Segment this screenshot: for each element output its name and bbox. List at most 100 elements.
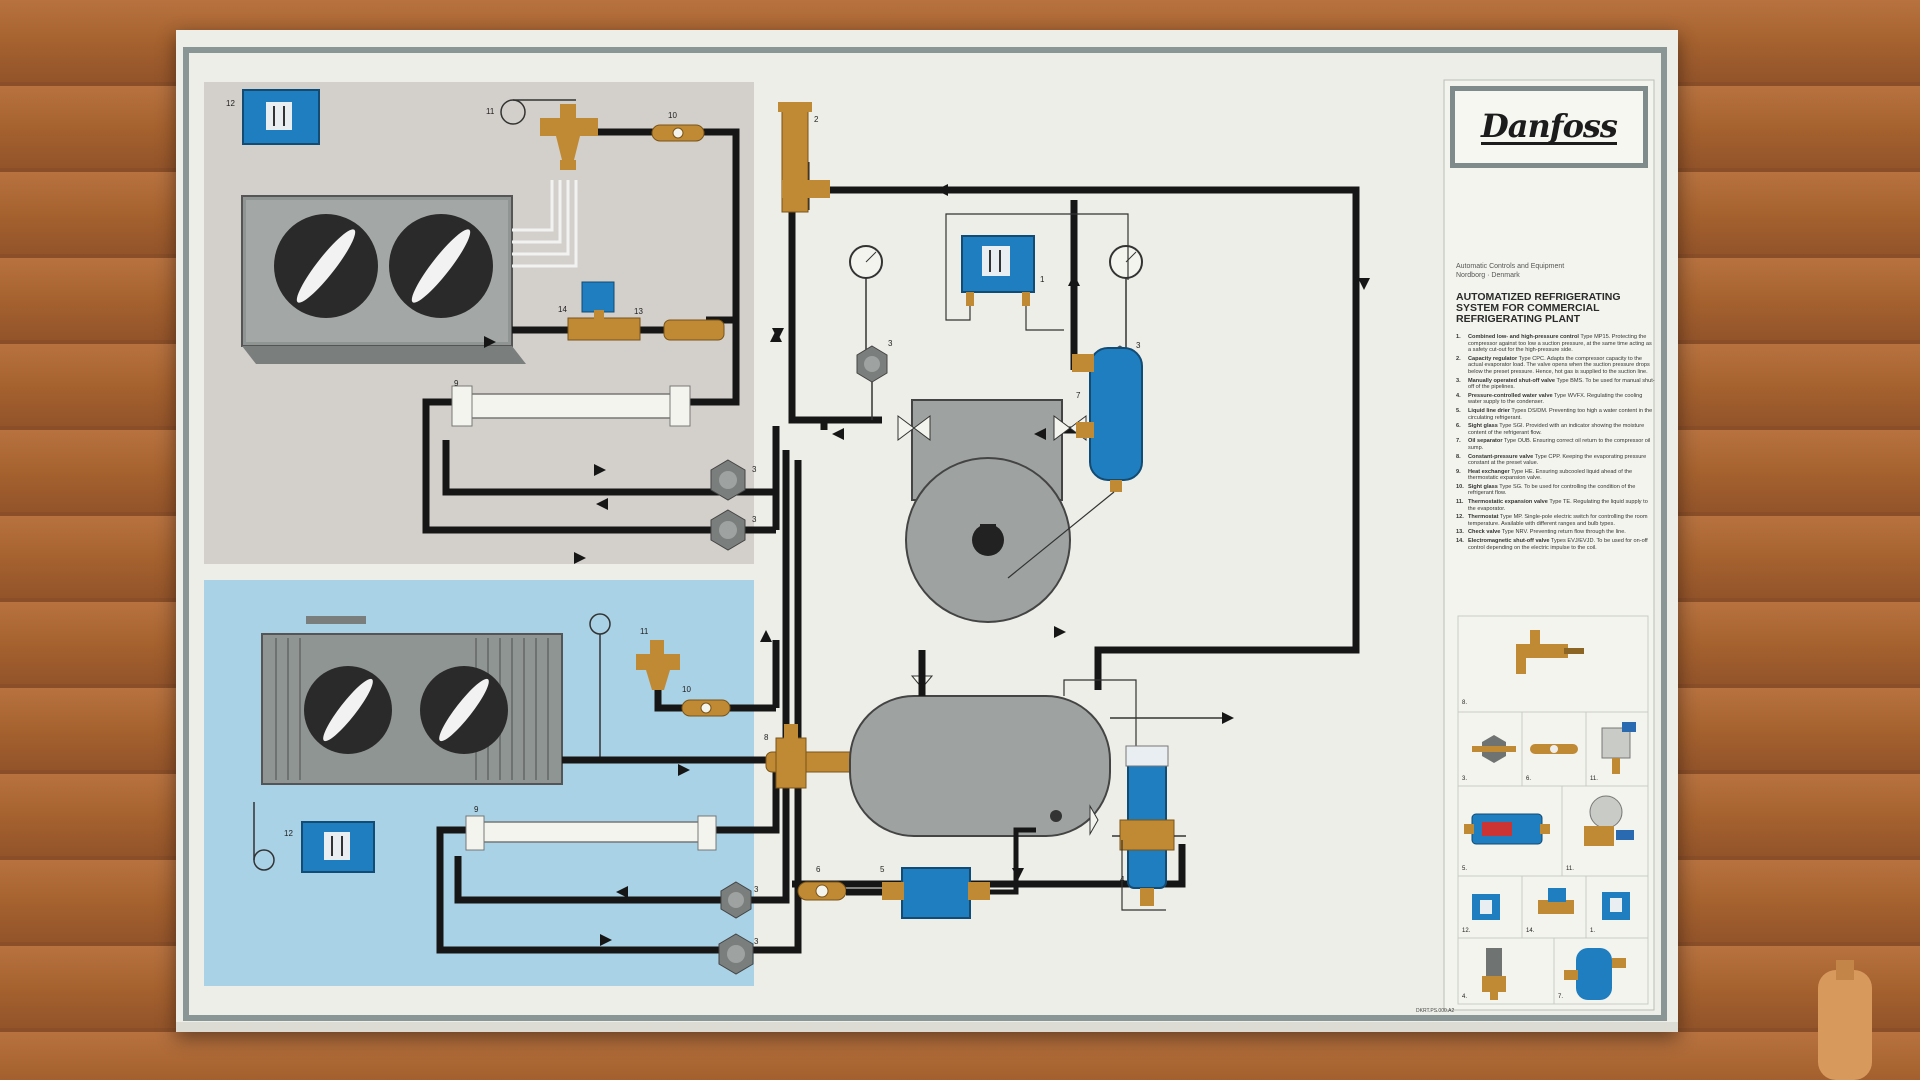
component-legend: 1. Combined low- and high-pressure contro… bbox=[1456, 334, 1656, 553]
photo-label: 1. bbox=[1590, 928, 1596, 934]
arrow-icon bbox=[772, 184, 1370, 880]
legend-component-name: Constant-pressure valve bbox=[1468, 453, 1534, 460]
water-valve bbox=[1119, 745, 1175, 906]
valve-icon bbox=[897, 415, 931, 441]
legend-number: 1. bbox=[1456, 334, 1461, 340]
product-thumbnail bbox=[1472, 894, 1500, 920]
legend-text: Constant-pressure valve Type CPP. Keepin… bbox=[1468, 454, 1656, 467]
gauge-icon bbox=[849, 245, 883, 279]
callout-3: 3 bbox=[1136, 341, 1141, 350]
callout-12: 12 bbox=[226, 99, 235, 108]
legend-component-name: Heat exchanger bbox=[1468, 468, 1510, 475]
legend-text: Oil separator Type OUB. Ensuring correct… bbox=[1468, 438, 1656, 451]
legend-description: Type CPP. Keeping the evaporating pressu… bbox=[1468, 453, 1647, 467]
fan-icon bbox=[304, 666, 392, 754]
product-grid bbox=[1457, 615, 1649, 1005]
wooden-post bbox=[1818, 970, 1872, 1080]
expansion-valve-bottom bbox=[636, 640, 680, 690]
legend-item: 13.Check valve Type NRV. Preventing retu… bbox=[1456, 529, 1656, 536]
legend-description: Type CPC. Adapts the compressor capacity… bbox=[1468, 355, 1650, 375]
legend-component-name: Thermostatic expansion valve bbox=[1468, 499, 1548, 506]
legend-number: 7. bbox=[1456, 438, 1461, 445]
legend-item: 11.Thermostatic expansion valve Type TE.… bbox=[1456, 499, 1656, 512]
legend-description: Type NRV. Preventing return flow through… bbox=[1500, 529, 1626, 536]
legend-item: 5.Liquid line drier Types DS/DM. Prevent… bbox=[1456, 408, 1656, 421]
company-line-2: Nordborg · Denmark bbox=[1456, 272, 1520, 279]
product-thumbnail bbox=[1482, 948, 1506, 1000]
legend-text: Check valve Type NRV. Preventing return … bbox=[1468, 529, 1626, 536]
callout-3: 3 bbox=[754, 885, 759, 894]
legend-description: Type WVFX. Regulating the cooling water … bbox=[1468, 392, 1643, 406]
legend-component-name: Thermostat bbox=[1468, 514, 1499, 521]
callout-3: 3 bbox=[752, 465, 757, 474]
legend-text: Manually operated shut-off valve Type BM… bbox=[1468, 378, 1656, 391]
callout-9: 9 bbox=[454, 379, 459, 388]
callout-2: 2 bbox=[814, 115, 819, 124]
legend-number: 5. bbox=[1456, 407, 1461, 414]
legend-number: 3. bbox=[1456, 377, 1461, 384]
liquid-line-drier bbox=[882, 867, 990, 919]
legend-description: Types EVJ/EVJD. To be used for on-off co… bbox=[1468, 538, 1648, 551]
legend-number: 9. bbox=[1456, 468, 1461, 475]
product-thumbnail bbox=[1584, 795, 1634, 846]
legend-component-name: Sight glass bbox=[1468, 483, 1498, 490]
legend-description: Types DS/DM. Preventing too high a water… bbox=[1468, 407, 1653, 421]
wall-poster: Danfoss Automatic Controls and Equipment… bbox=[176, 30, 1678, 1032]
legend-item: 9. Heat exchanger Type HE. Ensuring subco… bbox=[1456, 469, 1656, 482]
expansion-valve-top bbox=[540, 104, 598, 170]
photo-label: 4. bbox=[1462, 994, 1468, 1000]
legend-component-name: Check valve bbox=[1468, 529, 1501, 536]
legend-component-name: Combined low- and high-pressure control bbox=[1468, 334, 1579, 340]
legend-number: 6. bbox=[1456, 423, 1461, 430]
legend-item: 3. Manually operated shut-off valve Type … bbox=[1456, 378, 1656, 391]
sight-glass-top bbox=[651, 124, 705, 142]
legend-number: 11. bbox=[1456, 499, 1464, 506]
sight-glass-6 bbox=[797, 881, 847, 901]
legend-description: Type SG. To be used for controlling the … bbox=[1468, 483, 1636, 497]
heat-exchanger-top bbox=[451, 385, 691, 427]
legend-text: Electromagnetic shut-off valve Types EVJ… bbox=[1468, 538, 1656, 551]
photo-label: 5. bbox=[1462, 866, 1468, 872]
heat-exchanger-bottom bbox=[465, 815, 717, 851]
legend-description: Type HE. Ensuring subcooled liquid ahead… bbox=[1468, 468, 1633, 482]
poster-title: AUTOMATIZED REFRIGERATING SYSTEM FOR COM… bbox=[1456, 291, 1621, 325]
callout-12: 12 bbox=[284, 829, 293, 838]
callout-3: 3 bbox=[888, 339, 893, 348]
product-thumbnail bbox=[1464, 813, 1550, 845]
valve-icon bbox=[1089, 804, 1099, 836]
sight-glass-bottom bbox=[681, 699, 731, 717]
constant-pressure-valve bbox=[765, 724, 877, 789]
fan-icon bbox=[274, 214, 378, 318]
photo-label: 6. bbox=[1526, 776, 1532, 782]
legend-description: Type BMS. To be used for manual shut-off… bbox=[1468, 377, 1655, 391]
callout-7: 7 bbox=[1076, 391, 1081, 400]
legend-item: 14.Electromagnetic shut-off valve Types … bbox=[1456, 538, 1656, 551]
callout-11: 11 bbox=[486, 107, 495, 116]
check-valve-top bbox=[663, 319, 725, 341]
callout-1: 1 bbox=[1040, 275, 1045, 284]
receiver bbox=[849, 695, 1111, 837]
shutoff-valve bbox=[718, 933, 754, 975]
callout-10: 10 bbox=[668, 111, 677, 120]
legend-item: 4. Pressure-controlled water valve Type W… bbox=[1456, 393, 1656, 406]
legend-text: Sight glass Type SGI. Provided with an i… bbox=[1468, 423, 1656, 436]
legend-component-name: Electromagnetic shut-off valve bbox=[1468, 538, 1550, 545]
legend-number: 8. bbox=[1456, 453, 1461, 460]
callout-3: 3 bbox=[752, 515, 757, 524]
refrigeration-diagram bbox=[176, 47, 1678, 1032]
legend-description: Type MP. Single-pole electric switch for… bbox=[1468, 514, 1648, 527]
callout-3: 3 bbox=[754, 937, 759, 946]
callout-13: 13 bbox=[634, 307, 643, 316]
legend-component-name: Pressure-controlled water valve bbox=[1468, 392, 1553, 399]
callout-14: 14 bbox=[558, 305, 567, 314]
legend-item: 12.Thermostat Type MP. Single-pole elect… bbox=[1456, 514, 1656, 527]
legend-description: Type SGI. Provided with an indicator sho… bbox=[1468, 423, 1645, 436]
legend-text: Heat exchanger Type HE. Ensuring subcool… bbox=[1468, 469, 1656, 482]
product-thumbnail bbox=[1564, 948, 1626, 1000]
photo-label: 14. bbox=[1526, 928, 1535, 934]
legend-item: 1. Combined low- and high-pressure contro… bbox=[1456, 334, 1656, 354]
product-thumbnail bbox=[1601, 722, 1636, 774]
shutoff-valve bbox=[710, 459, 746, 501]
callout-6: 6 bbox=[816, 865, 821, 874]
legend-number: 4. bbox=[1456, 392, 1461, 399]
